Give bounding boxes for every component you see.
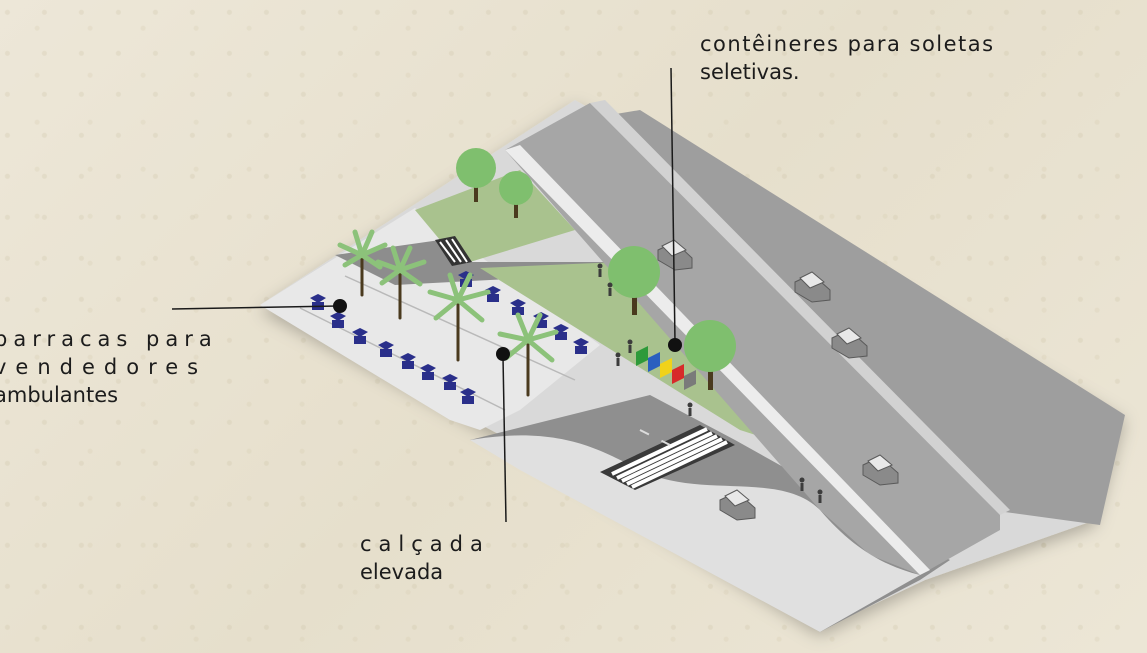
crosswalk-icon: [435, 236, 472, 266]
palm-tree-icon: [427, 272, 491, 362]
label-line: contêineres para soletas: [700, 32, 995, 56]
recycling-bin-icon: [636, 346, 696, 390]
car-icon: [831, 327, 868, 359]
curved-sidewalk: [470, 435, 920, 632]
trees: [456, 148, 736, 390]
cars: [657, 239, 899, 521]
overpass-edge-right: [590, 100, 1010, 515]
tree-icon: [456, 148, 496, 202]
car-icon: [794, 271, 831, 303]
pedestrians: [597, 263, 823, 503]
crosswalk-icon: [600, 425, 735, 490]
car-icon: [862, 454, 899, 486]
pedestrian-icon: [627, 339, 633, 353]
tree-icon: [684, 320, 736, 390]
label-line: barracas para: [0, 327, 218, 351]
lane-markings: [639, 429, 671, 446]
stall-icon: [553, 324, 569, 340]
car-icon: [719, 489, 756, 521]
callout-dot-stalls: [333, 299, 347, 313]
pedestrian-icon: [615, 352, 621, 366]
tree-icon: [499, 171, 533, 218]
callout-line-stalls: [171, 305, 339, 310]
stall-icon: [400, 353, 416, 369]
pedestrian-icon: [597, 263, 603, 277]
stall-icon: [378, 341, 394, 357]
pedestrian-icon: [687, 402, 693, 416]
label-line: calçada: [360, 532, 490, 556]
label-recycling-containers: contêineres para soletas seletivas.: [700, 30, 1040, 86]
palm-tree-icon: [375, 245, 427, 320]
stall-icon: [460, 388, 476, 404]
label-raised-sidewalk: calçada elevada: [360, 530, 490, 586]
palm-tree-icon: [337, 229, 388, 297]
pedestrian-icon: [607, 282, 613, 296]
label-line: vendedores: [0, 355, 208, 379]
stall-icon: [573, 338, 589, 354]
stall-icon: [420, 364, 436, 380]
callout-line-sidewalk: [502, 356, 507, 523]
pedestrian-icon: [799, 477, 805, 491]
stall-icon: [352, 328, 368, 344]
callout-dot-sidewalk: [496, 347, 510, 361]
label-line: seletivas.: [700, 60, 800, 84]
callout-line-containers: [670, 67, 676, 343]
tree-icon: [608, 246, 660, 315]
stall-icon: [485, 286, 501, 302]
stall-icon: [330, 312, 346, 328]
stall-icon: [442, 374, 458, 390]
label-vendor-stalls: barracas para vendedores ambulantes: [0, 325, 218, 409]
palm-trees: [337, 229, 559, 397]
callouts: [171, 67, 682, 523]
label-line: elevada: [360, 560, 444, 584]
label-line: ambulantes: [0, 383, 119, 407]
stalls: [310, 271, 589, 404]
stall-icon: [510, 299, 526, 315]
pedestrian-icon: [817, 489, 823, 503]
callout-dot-containers: [668, 338, 682, 352]
